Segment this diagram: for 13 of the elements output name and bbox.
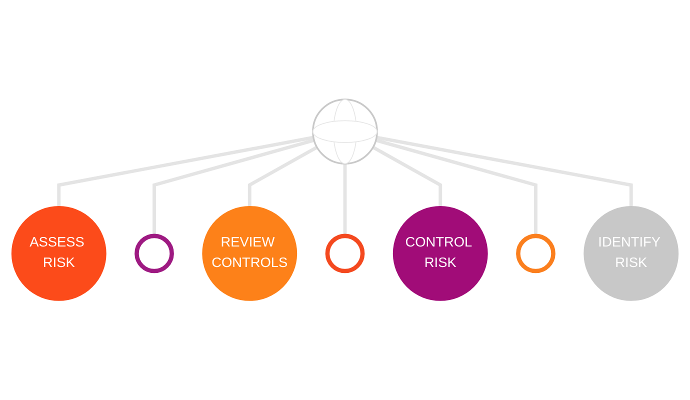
ring-marker (134, 234, 174, 274)
step-circle: CONTROL RISK (392, 206, 488, 301)
connector-line (372, 146, 442, 206)
connector-line (376, 136, 633, 206)
connector-line (152, 138, 315, 236)
globe-icon (312, 98, 378, 164)
step-circle: ASSESS RISK (11, 206, 106, 301)
connector-line (375, 138, 538, 236)
ring-marker (516, 234, 556, 274)
connector-line (57, 136, 314, 206)
step-circle: REVIEW CONTROLS (202, 206, 298, 301)
connector-line (248, 146, 318, 206)
ring-marker (325, 234, 365, 274)
